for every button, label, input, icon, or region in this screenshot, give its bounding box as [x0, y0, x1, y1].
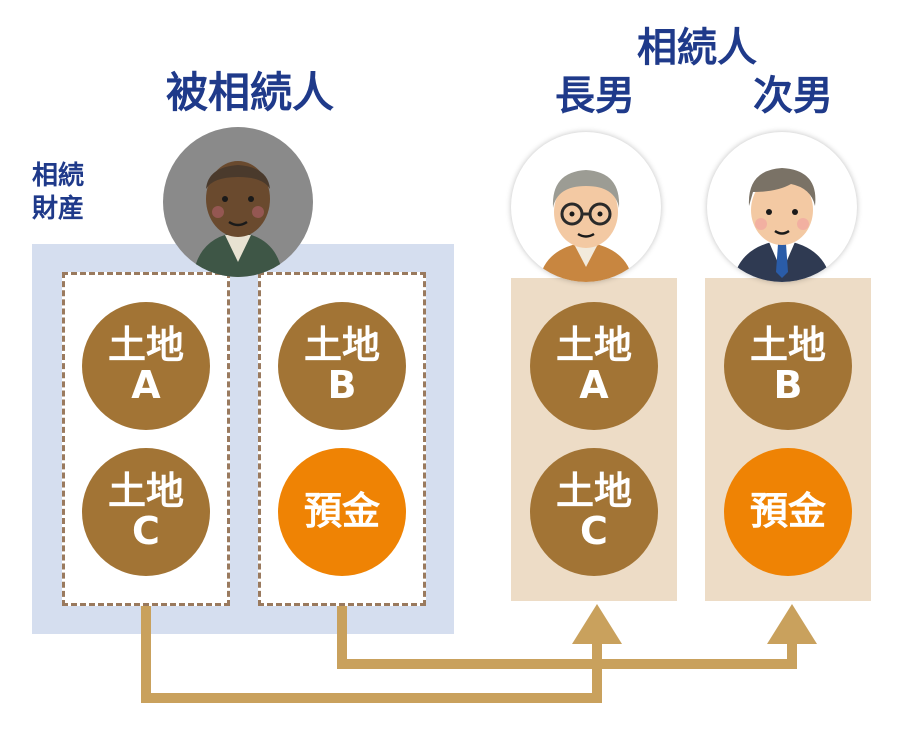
second-son-deposit-label: 預金 [749, 489, 826, 534]
estate-land-c: 土地 C [82, 448, 210, 576]
estate-label-line2: 財産 [32, 193, 85, 224]
grandfather-avatar-icon [163, 127, 313, 277]
eldest-son-avatar-icon [511, 132, 661, 282]
estate-deposit: 預金 [278, 448, 406, 576]
estate-land-c-line1: 土地 [107, 469, 184, 514]
arrowhead-eldest-son [572, 604, 622, 644]
eldest-son-land-c-line2: C [580, 509, 608, 553]
eldest-son-land-a: 土地 A [530, 302, 658, 430]
eldest-son-title: 長男 [555, 73, 635, 119]
estate-land-a: 土地 A [82, 302, 210, 430]
decedent-title: 被相続人 [165, 68, 334, 117]
estate-deposit-label: 預金 [303, 489, 380, 534]
eldest-son-land-a-line1: 土地 [555, 323, 632, 368]
second-son-avatar-icon [707, 132, 857, 282]
estate-land-c-line2: C [132, 509, 160, 553]
arrowhead-second-son [767, 604, 817, 644]
second-son-land-b-line2: B [773, 363, 803, 407]
second-son-title: 次男 [753, 73, 833, 119]
estate-label-line1: 相続 [32, 161, 85, 191]
arrow-left-group-to-eldest [141, 606, 602, 703]
heirs-title: 相続人 [637, 25, 757, 71]
estate-land-a-line2: A [131, 363, 161, 407]
estate-label: 相続 財産 [32, 160, 112, 225]
second-son-deposit: 預金 [724, 448, 852, 576]
eldest-son-land-c-line1: 土地 [555, 469, 632, 514]
estate-land-b-line1: 土地 [303, 323, 380, 368]
arrow-right-group-to-second [337, 606, 797, 669]
estate-land-b-line2: B [327, 363, 357, 407]
eldest-son-land-a-line2: A [579, 363, 609, 407]
second-son-land-b: 土地 B [724, 302, 852, 430]
estate-land-b: 土地 B [278, 302, 406, 430]
eldest-son-land-c: 土地 C [530, 448, 658, 576]
estate-land-a-line1: 土地 [107, 323, 184, 368]
second-son-land-b-line1: 土地 [749, 323, 826, 368]
